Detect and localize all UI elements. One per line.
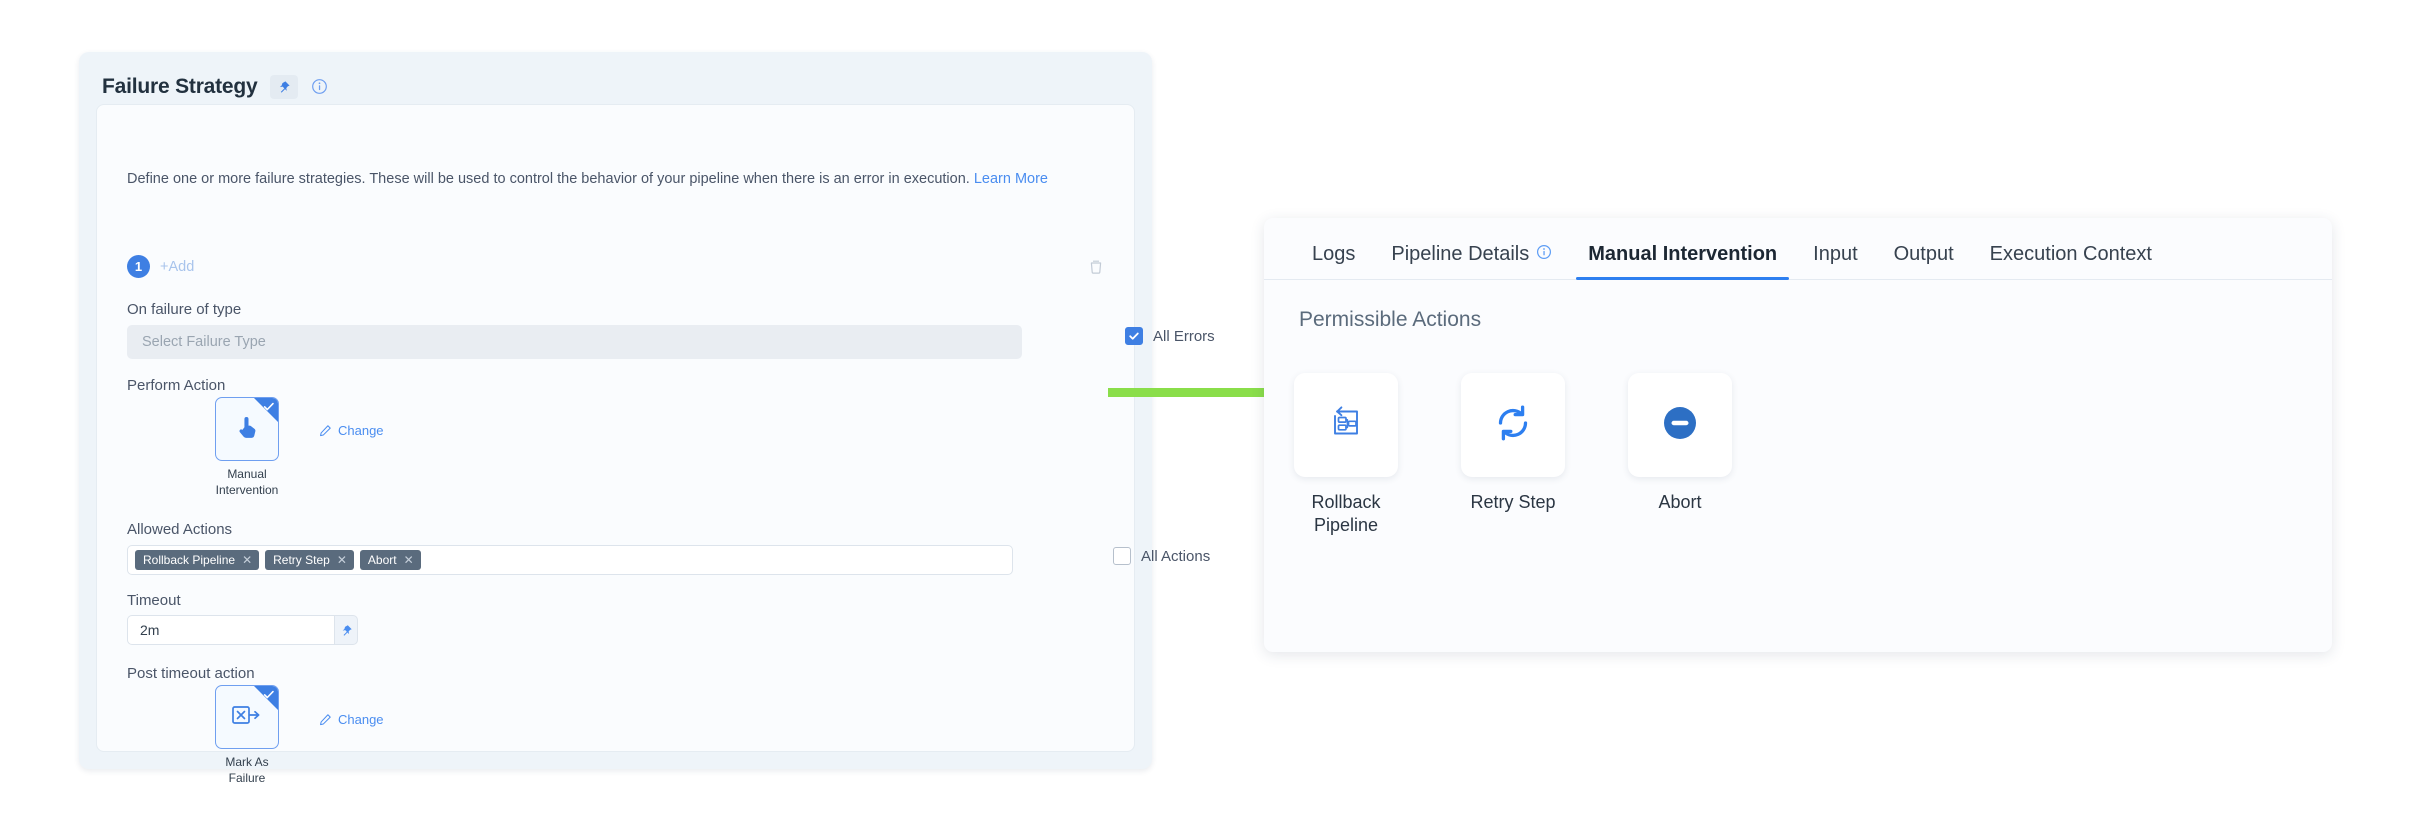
add-strategy-button[interactable]: +Add <box>160 258 195 275</box>
tag-abort[interactable]: Abort ✕ <box>359 550 421 570</box>
label-timeout: Timeout <box>127 592 181 609</box>
tab-label: Input <box>1813 243 1858 265</box>
allowed-actions-input[interactable]: Rollback Pipeline ✕ Retry Step ✕ Abort ✕ <box>127 545 1013 575</box>
label-post-timeout-action: Post timeout action <box>127 665 255 682</box>
caption-line-1: Manual <box>227 467 267 481</box>
tile-selected-corner <box>254 398 278 422</box>
manual-intervention-icon <box>232 412 262 447</box>
tag-remove-icon[interactable]: ✕ <box>242 553 253 567</box>
strategy-index-badge: 1 <box>127 255 150 278</box>
failure-type-placeholder: Select Failure Type <box>142 334 266 350</box>
post-timeout-tile-wrap: Mark As Failure <box>215 685 286 787</box>
mark-as-failure-caption: Mark As Failure <box>208 755 286 787</box>
check-icon <box>263 688 275 700</box>
tab-label: Manual Intervention <box>1588 243 1778 265</box>
rollback-pipeline-button[interactable] <box>1294 373 1398 477</box>
caption-line-2: Failure <box>228 770 266 785</box>
action-label: Retry Step <box>1470 491 1555 514</box>
timeout-field-wrap: 2m <box>127 615 358 645</box>
tab-label: Logs <box>1312 243 1356 265</box>
permissible-actions-title: Permissible Actions <box>1299 308 1482 331</box>
abort-button[interactable] <box>1628 373 1732 477</box>
caption-line-2: Intervention <box>215 482 279 497</box>
label-line-1: Rollback <box>1311 492 1381 512</box>
action-label: Abort <box>1658 491 1701 514</box>
all-errors-label: All Errors <box>1153 327 1215 345</box>
tag-retry-step[interactable]: Retry Step ✕ <box>265 550 354 570</box>
manual-intervention-caption: Manual Intervention <box>208 467 286 499</box>
action-retry-step: Retry Step <box>1461 373 1565 537</box>
page-title: Failure Strategy <box>102 74 258 98</box>
label-on-failure-of-type: On failure of type <box>127 301 242 318</box>
change-post-timeout-action-button[interactable]: Change <box>319 712 384 727</box>
action-abort: Abort <box>1628 373 1732 537</box>
strategy-add-row: 1 +Add <box>127 255 194 278</box>
all-actions-checkbox-row[interactable]: All Actions <box>1113 547 1210 565</box>
learn-more-link[interactable]: Learn More <box>973 171 1048 187</box>
tab-label: Output <box>1893 243 1954 265</box>
info-icon[interactable] <box>1536 243 1552 266</box>
failure-strategy-panel: Failure Strategy Define one or more fail… <box>79 52 1215 785</box>
timeout-input[interactable]: 2m <box>127 615 334 645</box>
failure-strategy-header: Failure Strategy <box>79 52 1152 104</box>
label-line-2: Pipeline <box>1313 515 1379 536</box>
change-label: Change <box>338 712 384 727</box>
all-actions-checkbox[interactable] <box>1113 547 1131 565</box>
tab-logs[interactable]: Logs <box>1294 243 1373 280</box>
abort-icon <box>1657 400 1703 451</box>
timeout-value: 2m <box>140 622 160 638</box>
action-label: Rollback Pipeline <box>1311 491 1380 537</box>
label-line-1: Abort <box>1658 492 1702 512</box>
tag-rollback-pipeline[interactable]: Rollback Pipeline ✕ <box>135 550 260 570</box>
panel-description: Define one or more failure strategies. T… <box>127 171 1048 187</box>
timeout-pin-icon[interactable] <box>334 615 358 645</box>
tab-bar: Logs Pipeline Details Manual Interventio… <box>1264 218 2332 280</box>
all-actions-label: All Actions <box>1141 547 1211 565</box>
change-label: Change <box>338 423 384 438</box>
tag-label: Abort <box>367 553 397 567</box>
all-errors-checkbox-row[interactable]: All Errors <box>1125 327 1215 345</box>
tab-label: Pipeline Details <box>1391 243 1530 265</box>
action-rollback-pipeline: Rollback Pipeline <box>1294 373 1398 537</box>
all-errors-checkbox[interactable] <box>1125 327 1143 345</box>
pin-icon[interactable] <box>269 74 298 99</box>
mark-as-failure-tile[interactable] <box>215 685 279 749</box>
manual-intervention-tile[interactable] <box>215 397 279 461</box>
tag-remove-icon[interactable]: ✕ <box>403 553 414 567</box>
tab-input[interactable]: Input <box>1795 243 1875 280</box>
tab-manual-intervention[interactable]: Manual Intervention <box>1570 243 1795 280</box>
label-allowed-actions: Allowed Actions <box>127 521 233 538</box>
perform-action-tile-wrap: Manual Intervention <box>215 397 286 499</box>
execution-details-panel: Logs Pipeline Details Manual Interventio… <box>1264 218 2332 652</box>
trash-icon[interactable] <box>1086 257 1108 279</box>
mark-as-failure-icon <box>230 702 264 733</box>
tab-execution-context[interactable]: Execution Context <box>1972 243 2170 280</box>
tag-remove-icon[interactable]: ✕ <box>336 553 347 567</box>
failure-type-select[interactable]: Select Failure Type <box>127 325 1022 359</box>
rollback-pipeline-icon <box>1325 402 1367 449</box>
info-icon[interactable] <box>310 77 329 96</box>
tab-label: Execution Context <box>1989 243 2152 265</box>
label-line-1: Retry Step <box>1470 492 1556 512</box>
tile-selected-corner <box>254 686 278 710</box>
pencil-icon <box>320 425 331 437</box>
retry-step-icon <box>1489 399 1537 452</box>
check-icon <box>263 400 275 412</box>
label-perform-action: Perform Action <box>127 377 226 394</box>
tag-label: Rollback Pipeline <box>143 553 236 567</box>
caption-line-1: Mark As <box>225 755 269 769</box>
tab-output[interactable]: Output <box>1876 243 1972 280</box>
tab-pipeline-details[interactable]: Pipeline Details <box>1373 243 1570 280</box>
retry-step-button[interactable] <box>1461 373 1565 477</box>
failure-strategy-body: Define one or more failure strategies. T… <box>96 104 1215 785</box>
tag-label: Retry Step <box>273 553 330 567</box>
change-perform-action-button[interactable]: Change <box>319 423 384 438</box>
permissible-actions-list: Rollback Pipeline Ret <box>1294 373 1732 537</box>
description-text: Define one or more failure strategies. T… <box>127 171 970 187</box>
pencil-icon <box>320 714 331 726</box>
